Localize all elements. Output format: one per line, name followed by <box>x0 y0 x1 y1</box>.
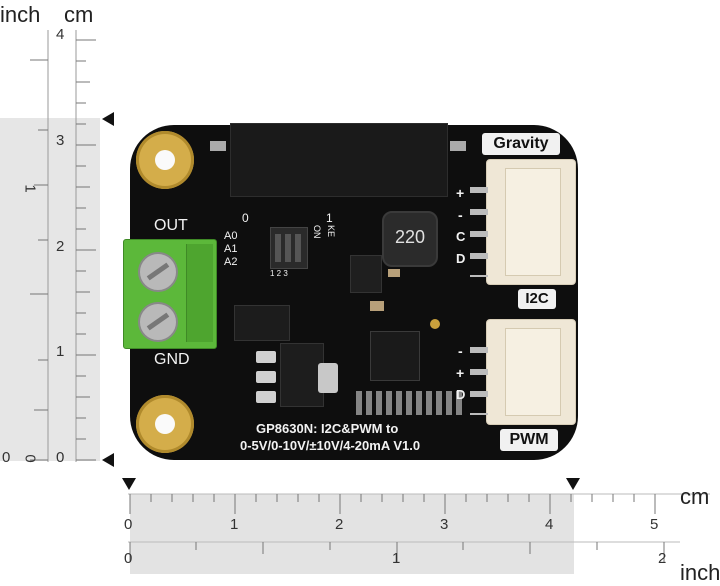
board-title-line2: 0-5V/0-10V/±10V/4-20mA V1.0 <box>240 438 421 453</box>
pwm-pin-d: D <box>456 387 466 402</box>
relay-component <box>230 123 448 197</box>
bottom-ruler-inch-unit: inch <box>680 560 720 585</box>
ldo-pad-3 <box>256 391 276 403</box>
i2c-pin-leads <box>470 187 488 277</box>
label-gnd: GND <box>154 351 190 368</box>
capacitor-small-2 <box>370 301 384 311</box>
pwm-badge: PWM <box>500 429 558 451</box>
switch-label-0: 0 <box>242 211 249 225</box>
left-cm-tick-0: 0 <box>56 449 65 466</box>
left-ruler-cm-unit: cm <box>64 2 94 27</box>
terminal-screw-bottom[interactable] <box>138 302 178 342</box>
i2c-pin-minus: - <box>458 207 463 223</box>
pwm-pin-plus: + <box>456 365 465 381</box>
i2c-connector[interactable] <box>486 159 576 285</box>
i2c-pin-plus: + <box>456 185 465 201</box>
addr-label-a2: A2 <box>224 256 238 268</box>
ldo-pad-2 <box>256 371 276 383</box>
bottom-ruler-shade <box>130 494 574 574</box>
left-extra-zero: 0 <box>2 449 11 466</box>
addr-label-a0: A0 <box>224 230 238 242</box>
switch-on-label: ON <box>312 225 322 239</box>
bottom-ruler-ticks <box>128 493 710 562</box>
inductor: 220 <box>382 211 438 267</box>
bottom-cm-tick-0: 0 <box>124 516 133 533</box>
regulator-chip <box>234 305 290 341</box>
terminal-side <box>186 244 213 342</box>
addr-label-a1: A1 <box>224 243 238 255</box>
bottom-ruler: 0 1 2 3 4 5 cm 0 1 2 inch <box>120 472 720 585</box>
i2c-pin-c: C <box>456 229 466 244</box>
left-cm-tick-3: 3 <box>56 132 65 149</box>
left-ruler-inch-unit: inch <box>0 2 41 27</box>
switch-ke-label: KE <box>326 225 336 238</box>
pwm-connector[interactable] <box>486 319 576 425</box>
ldo-pad-1 <box>256 351 276 363</box>
mounting-hole-bottom-left <box>136 395 194 453</box>
capacitor-small-1 <box>388 269 400 277</box>
main-ic <box>370 331 420 381</box>
bottom-ruler-marker-right <box>566 478 580 490</box>
inductor-code: 220 <box>394 227 426 247</box>
pwm-pin-leads <box>470 347 488 415</box>
switch-nums-label: 1 2 3 <box>270 269 288 278</box>
resistor-array <box>356 391 466 415</box>
test-point <box>430 319 440 329</box>
screw-terminal[interactable] <box>123 239 217 349</box>
crystal <box>318 363 338 393</box>
bottom-cm-tick-2: 2 <box>335 516 344 533</box>
gravity-badge: Gravity <box>482 133 560 155</box>
mounting-hole-top-left <box>136 131 194 189</box>
left-ruler: inch cm 4 3 2 1 0 1 0 0 <box>0 0 114 470</box>
terminal-screw-top[interactable] <box>138 252 178 292</box>
bottom-cm-tick-4: 4 <box>545 516 554 533</box>
left-ruler-marker-top <box>102 112 114 126</box>
i2c-pin-d: D <box>456 251 466 266</box>
relay-pad-left <box>210 141 226 151</box>
left-inch-tick-1: 1 <box>21 184 39 193</box>
left-cm-tick-2: 2 <box>56 238 65 255</box>
bottom-ruler-marker-left <box>122 478 136 490</box>
left-ruler-marker-bottom <box>102 453 114 467</box>
i2c-badge: I2C <box>518 289 556 309</box>
left-cm-tick-4: 4 <box>56 26 65 43</box>
dip-switch[interactable] <box>270 227 308 269</box>
pwm-pin-minus: - <box>458 343 463 359</box>
label-out: OUT <box>154 217 188 234</box>
left-ruler-shade <box>0 118 100 461</box>
bottom-cm-tick-3: 3 <box>440 516 449 533</box>
left-cm-tick-1: 1 <box>56 343 65 360</box>
bottom-cm-tick-1: 1 <box>230 516 239 533</box>
relay-pad-right <box>450 141 466 151</box>
bottom-cm-tick-5: 5 <box>650 516 659 533</box>
bottom-inch-tick-2: 2 <box>658 550 667 567</box>
left-ruler-ticks <box>30 30 96 462</box>
mosfet <box>350 255 382 293</box>
board-title-line1: GP8630N: I2C&PWM to <box>256 421 399 436</box>
bottom-inch-tick-0: 0 <box>124 550 133 567</box>
left-inch-tick-0: 0 <box>21 454 39 463</box>
bottom-ruler-cm-unit: cm <box>680 484 710 509</box>
switch-label-1: 1 <box>326 211 333 225</box>
bottom-inch-tick-1: 1 <box>392 550 401 567</box>
